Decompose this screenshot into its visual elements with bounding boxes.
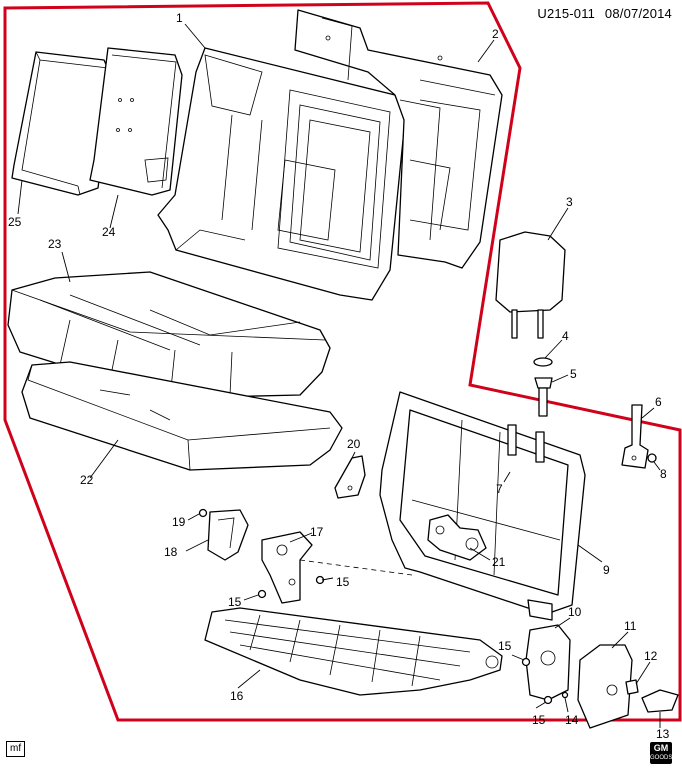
callout-20: 20 — [347, 437, 361, 451]
part-17-recliner-bracket — [261, 531, 313, 604]
callout-23: 23 — [48, 237, 62, 251]
part-19-screw — [198, 508, 208, 518]
part-25-seat-back-pad — [11, 51, 113, 196]
gm-logo-top: GM — [653, 743, 669, 753]
part-3-headrest — [495, 231, 566, 339]
gm-logo-bottom: GOODS — [650, 755, 673, 761]
gm-logo: GM GOODS — [650, 742, 672, 764]
callout-25: 25 — [8, 215, 22, 229]
callout-13: 13 — [656, 727, 670, 741]
part-10-recliner-mechanism — [525, 624, 571, 701]
part-16-seat-cushion-frame — [204, 607, 503, 696]
callout-21: 21 — [492, 555, 506, 569]
callout-15-d: 15 — [532, 713, 546, 727]
part-15-bolt-b — [257, 589, 267, 599]
callout-8: 8 — [660, 467, 667, 481]
part-24-back-panel — [89, 47, 183, 196]
callout-labels: 1 2 3 4 5 6 7 8 9 10 11 12 13 14 15 15 1… — [8, 11, 670, 741]
callout-19: 19 — [172, 515, 186, 529]
part-14-clip — [561, 691, 569, 699]
callout-14: 14 — [565, 713, 579, 727]
diagram-code: U215-011 — [537, 6, 596, 21]
part-18-trim-cover — [207, 509, 249, 561]
callout-7: 7 — [496, 482, 503, 496]
part-2-seat-back-panel — [294, 9, 503, 269]
part-20-bracket — [334, 455, 366, 499]
alignment-line — [299, 559, 413, 576]
callout-18: 18 — [164, 545, 178, 559]
part-8-bolt — [647, 453, 657, 463]
part-11-side-trim — [577, 644, 633, 729]
callout-9: 9 — [603, 563, 610, 577]
part-15-bolt-c — [521, 657, 531, 667]
callout-2: 2 — [492, 27, 499, 41]
part-6-latch-strap — [621, 404, 649, 469]
callout-6: 6 — [655, 395, 662, 409]
diagram-date: 08/07/2014 — [604, 6, 672, 21]
part-4-guide-bushing — [533, 357, 553, 367]
callout-16: 16 — [230, 689, 244, 703]
part-15-bolt-d — [543, 695, 553, 705]
callout-3: 3 — [566, 195, 573, 209]
diagram-header: U215-011 08/07/2014 — [531, 6, 672, 21]
assembly-boundary — [3, 1, 682, 722]
callout-4: 4 — [562, 329, 569, 343]
callout-15-c: 15 — [498, 639, 512, 653]
leader-lines — [17, 23, 661, 728]
callout-1: 1 — [176, 11, 183, 25]
callout-11: 11 — [624, 619, 637, 633]
mf-tag: mf — [6, 741, 26, 757]
callout-15-a: 15 — [336, 575, 350, 589]
callout-5: 5 — [570, 367, 577, 381]
part-12-clip — [625, 679, 639, 695]
callout-17: 17 — [310, 525, 324, 539]
callout-12: 12 — [644, 649, 658, 663]
callout-15-b: 15 — [228, 595, 242, 609]
callout-10: 10 — [568, 605, 582, 619]
callout-22: 22 — [80, 473, 94, 487]
part-22-seat-cushion-pad — [21, 361, 343, 471]
part-5-headrest-guide — [534, 377, 553, 417]
part-13-release-handle — [641, 689, 679, 713]
part-1-seat-back-cover — [157, 47, 406, 301]
callout-24: 24 — [102, 225, 116, 239]
part-9-seat-back-frame — [379, 391, 586, 621]
